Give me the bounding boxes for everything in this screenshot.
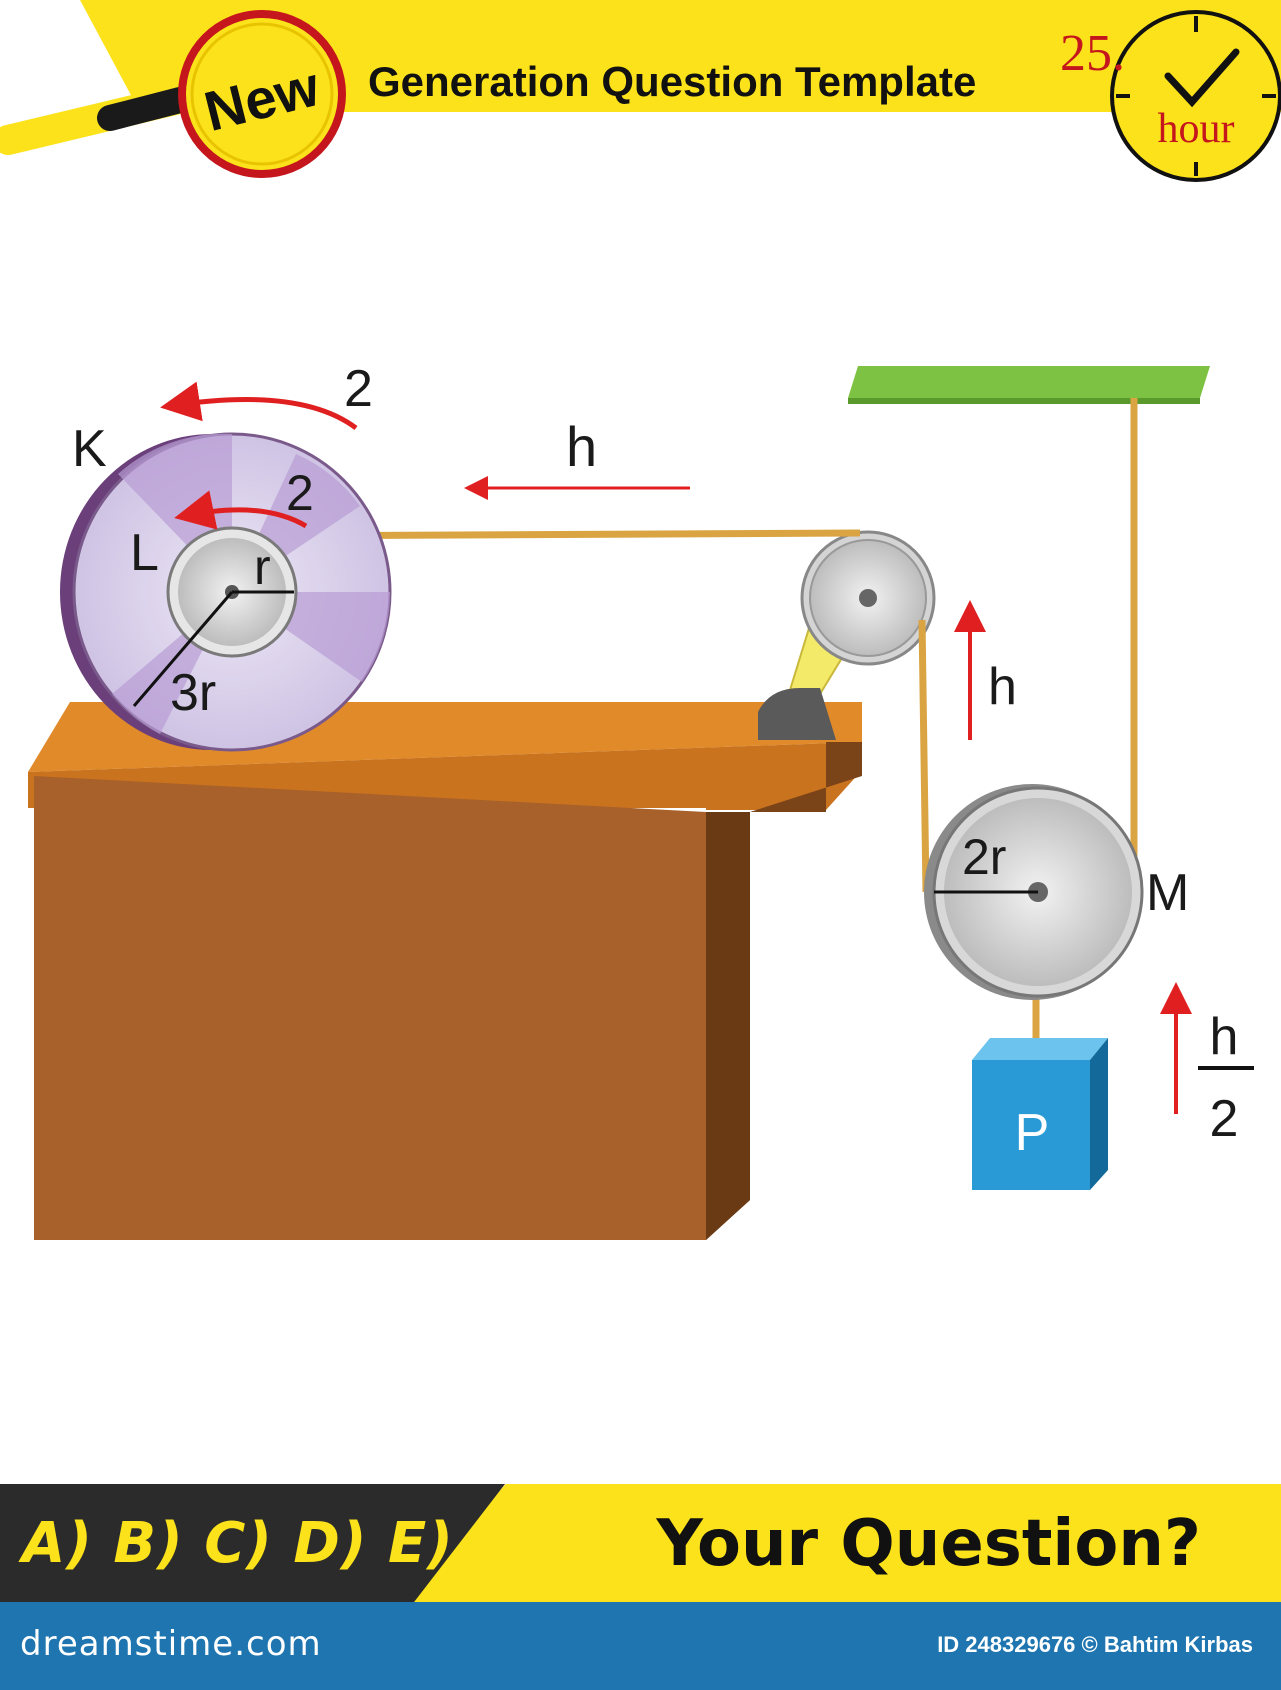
magnifier-icon (0, 10, 346, 178)
timer-unit: hour (1158, 106, 1235, 152)
label-m: M (1146, 864, 1189, 922)
footer-credit: ID 248329676 © Bahtim Kirbas (937, 1632, 1253, 1657)
label-turns-l: 2 (286, 465, 314, 521)
fraction-numerator: h (1210, 1008, 1239, 1066)
label-l: L (130, 524, 159, 582)
rotation-arrow-k (160, 381, 358, 431)
label-3r: 3r (170, 664, 216, 722)
fraction-denominator: 2 (1210, 1090, 1239, 1148)
ceiling-bar (848, 366, 1210, 404)
label-r: r (254, 539, 271, 595)
label-rope-h: h (566, 415, 597, 478)
question-banner (400, 1484, 1281, 1602)
clock-icon (1110, 10, 1281, 182)
header-banner (80, 0, 1281, 112)
footer-bar: dreamstime.com ID 248329676 © Bahtim Kir… (0, 1602, 1281, 1690)
label-turns-k: 2 (344, 360, 373, 418)
fraction-h-over-2: h 2 (1198, 1008, 1254, 1148)
fixed-pulley (800, 530, 936, 666)
label-rise-h: h (988, 658, 1017, 716)
label-k: K (72, 420, 107, 478)
question-text: Your Question? (656, 1507, 1202, 1581)
timer-number: 25. (1060, 25, 1125, 82)
answers-banner (0, 1484, 505, 1602)
pulley-m (924, 784, 1144, 1000)
block-p (972, 1038, 1108, 1190)
table (28, 702, 862, 1240)
pulley-l (132, 526, 298, 707)
label-2r: 2r (962, 829, 1006, 885)
rotation-arrow-l (174, 490, 308, 530)
header-title: Generation Question Template (368, 58, 976, 105)
footer-site-name: dreamstime.com (20, 1624, 322, 1664)
answer-options: A) B) C) D) E) (22, 1511, 454, 1576)
label-p: P (1015, 1104, 1050, 1162)
